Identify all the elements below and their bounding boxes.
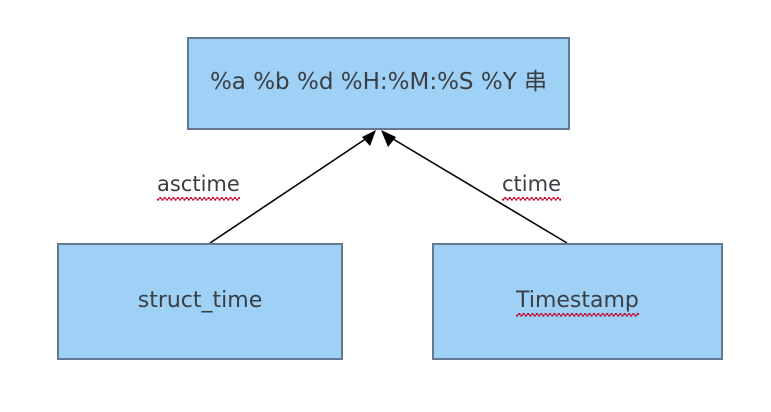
edge-label-asctime-text: asctime (157, 172, 240, 196)
edge-ctime (381, 130, 568, 244)
node-struct-time[interactable]: struct_time (57, 243, 343, 360)
edge-label-asctime: asctime (157, 174, 240, 195)
node-timestamp-label: Timestamp (516, 288, 639, 317)
node-timestamp[interactable]: Timestamp (432, 243, 723, 360)
node-struct-time-label: struct_time (137, 288, 263, 313)
node-format-string[interactable]: %a %b %d %H:%M:%S %Y 串 (187, 37, 570, 130)
node-format-string-label: %a %b %d %H:%M:%S %Y 串 (209, 69, 548, 95)
edge-label-ctime-text: ctime (502, 172, 561, 196)
edge-label-ctime: ctime (502, 174, 561, 195)
edge-asctime (209, 130, 376, 244)
